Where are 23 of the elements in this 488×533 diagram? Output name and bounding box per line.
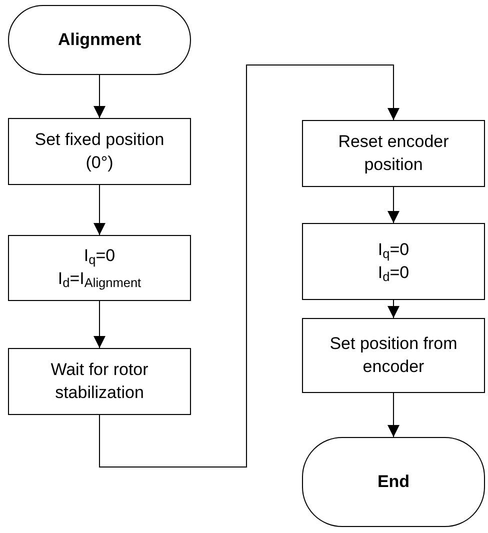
step-text: Wait for rotor stabilization [50, 358, 150, 404]
step-text: I$_{q}$=0 [84, 245, 116, 268]
terminal-label: Alignment [58, 28, 142, 51]
process-box [302, 318, 485, 393]
arrow [94, 300, 106, 348]
step-text: I$_{q}$=0 [378, 238, 410, 262]
step-text: Set position from encoder [328, 332, 458, 378]
terminal-label: End [377, 470, 410, 493]
step-text: Set fixed position (0°) [34, 128, 166, 174]
process-box [302, 120, 485, 187]
arrow [94, 74, 106, 118]
process-box [8, 235, 191, 301]
step-text: Reset encoder position [337, 130, 450, 176]
arrow [388, 300, 400, 318]
arrow [99, 64, 400, 468]
process-box [8, 118, 191, 185]
arrow [94, 184, 106, 236]
process-box [302, 223, 485, 300]
arrow [388, 392, 400, 438]
step-text: I$_{d}$=0 [378, 262, 410, 284]
process-box [8, 348, 191, 415]
arrow [388, 186, 400, 224]
step-text: I$_{d}$=I$_{Alignment}$ [58, 268, 142, 291]
